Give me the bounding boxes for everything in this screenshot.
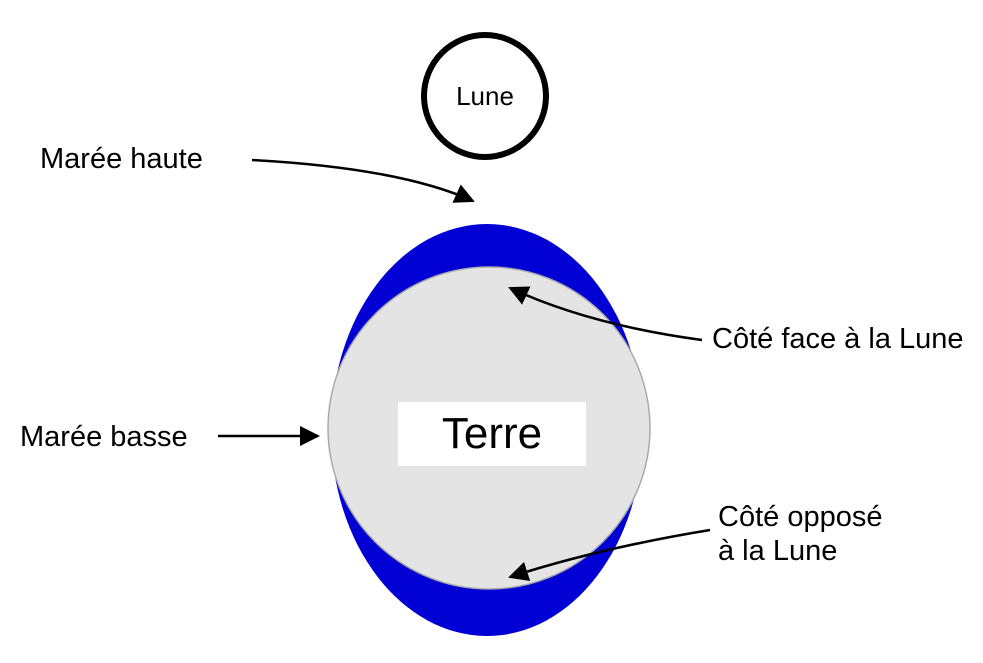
opposite-side-arrow [508, 528, 711, 581]
low-tide-label: Marée basse [20, 421, 188, 453]
facing-side-label: Côté face à la Lune [712, 323, 964, 355]
facing-side-arrow [508, 286, 703, 342]
moon-label: Lune [456, 81, 514, 111]
moon-circle [421, 32, 549, 160]
high-tide-label: Marée haute [40, 143, 203, 175]
opposite-side-label-line2: à la Lune [718, 535, 837, 567]
earth-label-box [398, 402, 586, 466]
opposite-side-label-line1: Côté opposé [718, 501, 882, 533]
high-tide-arrow [251, 158, 475, 203]
earth-label: Terre [442, 409, 542, 458]
